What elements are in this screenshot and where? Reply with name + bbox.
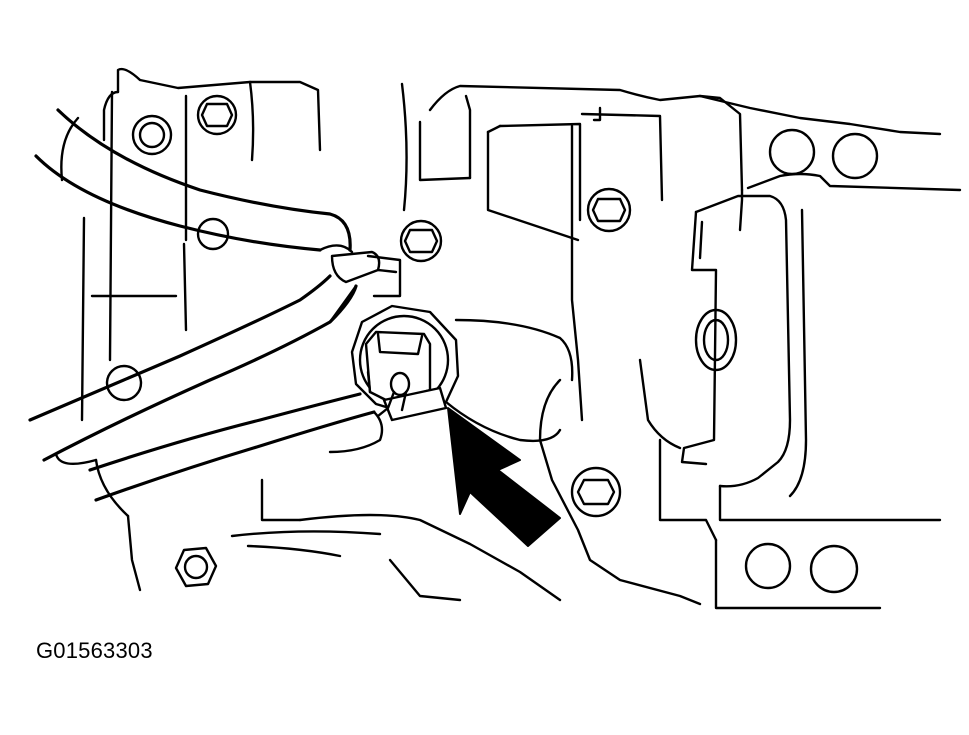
bolt-round: [768, 128, 816, 176]
bolt-heads: [105, 94, 879, 594]
drain-plug: [174, 546, 218, 588]
arrow-icon: [447, 407, 561, 547]
sensor-assembly: [350, 304, 574, 443]
bolt-hex: [586, 187, 632, 233]
bolt-round: [831, 132, 879, 180]
bolt-hex: [196, 94, 238, 136]
figure-id-label: G01563303: [36, 638, 153, 663]
bolt-hex: [570, 466, 622, 518]
hose-clip: [330, 250, 402, 298]
engine-sensor-illustration: [28, 67, 962, 610]
bolt-round: [105, 364, 143, 402]
engine-block-outline: [54, 67, 962, 610]
oval-grommet: [694, 308, 738, 372]
bolt-hex: [196, 217, 230, 251]
bolt-round: [809, 544, 859, 594]
pointer-arrow: [447, 407, 561, 547]
hose-lower: [28, 274, 384, 502]
hose-upper: [34, 108, 354, 254]
bolt-round: [131, 114, 173, 156]
bolt-hex: [399, 219, 443, 263]
bolt-round: [744, 542, 792, 590]
